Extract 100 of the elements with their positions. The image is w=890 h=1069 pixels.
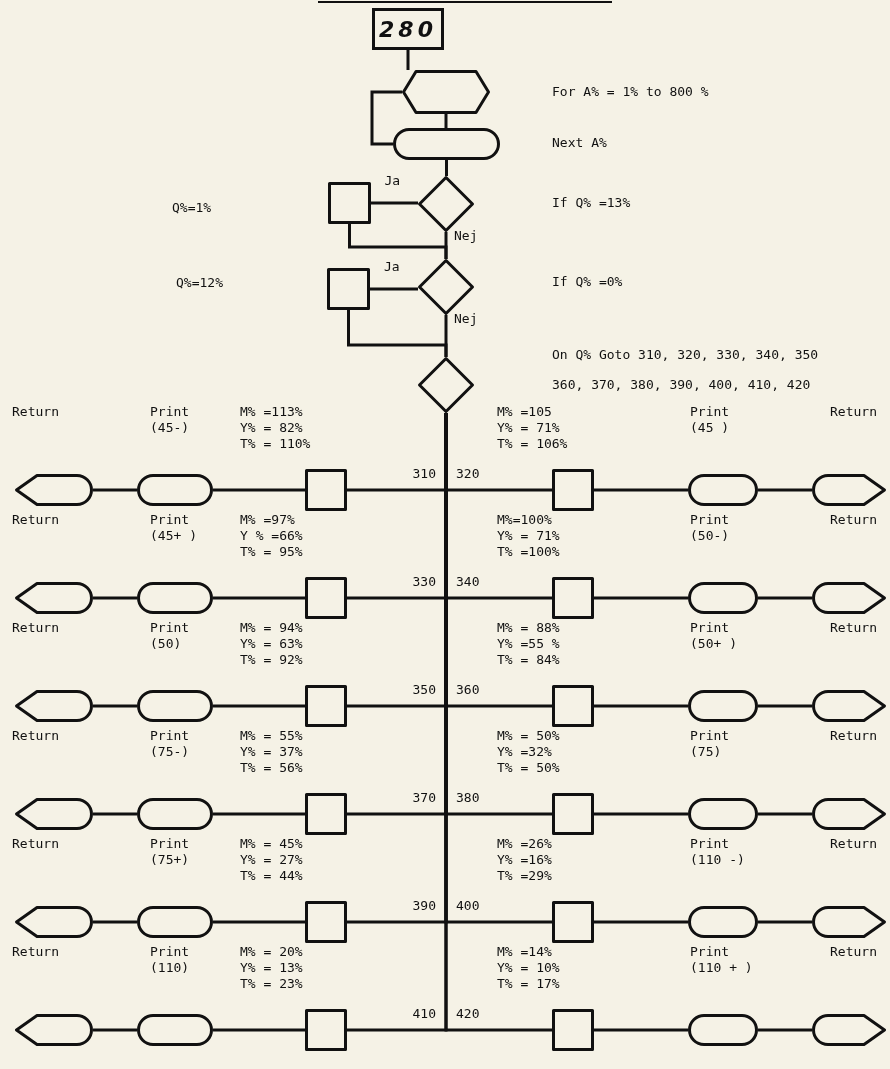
display-shape [15, 1014, 93, 1046]
process-box [305, 577, 347, 619]
note-text: M% =26% [497, 836, 552, 852]
note-text: Y% = 63% [240, 636, 303, 652]
note-text: T% =29% [497, 868, 552, 884]
note-text: For A% = 1% to 800 % [552, 84, 709, 100]
process-box [305, 469, 347, 511]
process-box [552, 469, 594, 511]
edge-label: 410 [410, 1006, 438, 1021]
note-text: T% = 50% [497, 760, 560, 776]
process-box [305, 793, 347, 835]
note-text: T% =100% [497, 544, 560, 560]
connector-line [444, 114, 448, 128]
display-shape [812, 1014, 886, 1046]
note-text: Return [12, 620, 59, 636]
note-text: Y% = 82% [240, 420, 303, 436]
process-box [305, 901, 347, 943]
process-box [305, 1009, 347, 1051]
note-text: T% = 44% [240, 868, 303, 884]
note-text: Return [12, 944, 59, 960]
note-text: Print (110) [150, 944, 191, 976]
note-text: Return [830, 512, 877, 528]
loop-hexagon [402, 70, 490, 114]
note-text: T% = 17% [497, 976, 560, 992]
connector-line [594, 596, 688, 600]
edge-label: 360 [454, 682, 482, 697]
display-shape [15, 582, 93, 614]
note-text: Print (45+ ) [150, 512, 198, 544]
connector-line [213, 488, 305, 492]
note-text: If Q% =13% [552, 195, 631, 211]
display-shape [15, 798, 93, 830]
note-text: T% = 106% [497, 436, 568, 452]
edge-label: 340 [454, 574, 482, 589]
note-text: Next A% [552, 135, 607, 151]
process-box [552, 577, 594, 619]
note-text: M% =14% [497, 944, 552, 960]
display-shape [812, 582, 886, 614]
connector-line [594, 920, 688, 924]
note-text: M% =113% [240, 404, 303, 420]
note-text: T% = 110% [240, 436, 311, 452]
connector-line [93, 704, 137, 708]
note-text: Return [830, 620, 877, 636]
edge-label: 350 [410, 682, 438, 697]
note-text: On Q% Goto 310, 320, 330, 340, 350 360, 370, 380, 390, 400, 410, 420 [552, 346, 820, 394]
connector-line [758, 812, 812, 816]
display-shape [812, 798, 886, 830]
note-text: Return [830, 944, 877, 960]
note-text: Print (50+ ) [690, 620, 738, 652]
connector-line [213, 704, 305, 708]
connector-line [594, 1028, 688, 1032]
connector-line [406, 50, 410, 70]
display-shape [812, 906, 886, 938]
note-text: Return [12, 836, 59, 852]
process-box [552, 1009, 594, 1051]
connector-line [93, 1028, 137, 1032]
note-text: Print (110 -) [690, 836, 746, 868]
display-shape [812, 474, 886, 506]
decision-diamond [418, 357, 474, 413]
note-text: M% = 45% [240, 836, 303, 852]
connector-line [213, 812, 305, 816]
note-text: Y% = 13% [240, 960, 303, 976]
connector-line [370, 90, 402, 146]
edge-label: 320 [454, 466, 482, 481]
connector-line [93, 812, 137, 816]
note-text: Print (50) [150, 620, 191, 652]
note-text: Return [12, 512, 59, 528]
note-text: Print (110 + ) [690, 944, 754, 976]
note-text: M% = 94% [240, 620, 303, 636]
edge-label: 380 [454, 790, 482, 805]
process-box [552, 685, 594, 727]
note-text: Print (75) [690, 728, 731, 760]
note-text: M% =97% [240, 512, 295, 528]
edge-label: 310 [410, 466, 438, 481]
connector-line [758, 920, 812, 924]
connector-line [93, 596, 137, 600]
edge-label: 400 [454, 898, 482, 913]
note-text: Q%=1% [172, 200, 212, 216]
note-text: M% =105 [497, 404, 552, 420]
note-text: Return [12, 404, 59, 420]
connector-line [371, 201, 418, 205]
display-shape [812, 690, 886, 722]
connector-line [444, 232, 448, 259]
note-text: Y% =16% [497, 852, 552, 868]
connector-line [594, 812, 688, 816]
display-shape [15, 474, 93, 506]
connector-line [445, 160, 448, 176]
note-text: M% = 20% [240, 944, 303, 960]
note-text: Y% = 37% [240, 744, 303, 760]
numbered-box: 280 [372, 8, 444, 50]
note-text: M% = 88% [497, 620, 560, 636]
note-text: T% = 92% [240, 652, 303, 668]
note-text: M% = 55% [240, 728, 303, 744]
connector-line [93, 488, 137, 492]
decision-diamond [418, 259, 474, 315]
note-text: Y % =66% [240, 528, 303, 544]
process-box [305, 685, 347, 727]
note-text: M%=100% [497, 512, 552, 528]
connector-line [444, 315, 448, 357]
process-box [552, 793, 594, 835]
note-text: Print (50-) [690, 512, 731, 544]
